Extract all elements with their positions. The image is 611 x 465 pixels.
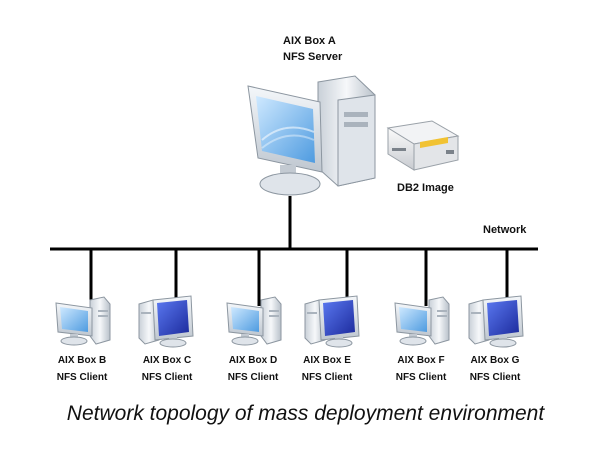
client-computer-icon-g <box>468 295 524 348</box>
client-label-d: AIX Box D NFS Client <box>228 352 279 386</box>
client-label-e: AIX Box E NFS Client <box>302 352 353 386</box>
client-label-f: AIX Box F NFS Client <box>396 352 447 386</box>
client-computer-icon-b <box>55 296 111 346</box>
client-name: AIX Box D <box>228 355 278 366</box>
client-role: NFS Client <box>301 372 353 383</box>
server-computer-icon <box>247 75 376 196</box>
client-computer-icon-f <box>394 296 450 346</box>
server-name: AIX Box A <box>283 35 336 47</box>
client-role: NFS Client <box>469 372 521 383</box>
network-lines <box>50 196 538 306</box>
network-label: Network <box>483 224 527 236</box>
disc-drive-icon <box>386 120 460 171</box>
client-role: NFS Client <box>227 372 279 383</box>
client-name: AIX Box F <box>397 355 445 366</box>
client-role: NFS Client <box>395 372 447 383</box>
client-computers <box>55 295 524 348</box>
server-label: AIX Box A NFS Server <box>283 33 342 65</box>
client-name: AIX Box E <box>303 355 351 366</box>
db2-image-label: DB2 Image <box>397 182 454 194</box>
client-name: AIX Box C <box>142 355 192 366</box>
client-computer-icon-c <box>138 295 194 348</box>
client-label-c: AIX Box C NFS Client <box>142 352 193 386</box>
client-role: NFS Client <box>56 372 108 383</box>
client-label-b: AIX Box B NFS Client <box>57 352 108 386</box>
diagram-caption: Network topology of mass deployment envi… <box>66 402 545 425</box>
client-computer-icon-e <box>304 295 360 348</box>
server-role: NFS Server <box>283 51 343 63</box>
client-label-g: AIX Box G NFS Client <box>470 352 521 386</box>
client-name: AIX Box G <box>470 355 520 366</box>
client-name: AIX Box B <box>57 355 107 366</box>
client-role: NFS Client <box>141 372 193 383</box>
client-computer-icon-d <box>226 296 282 346</box>
